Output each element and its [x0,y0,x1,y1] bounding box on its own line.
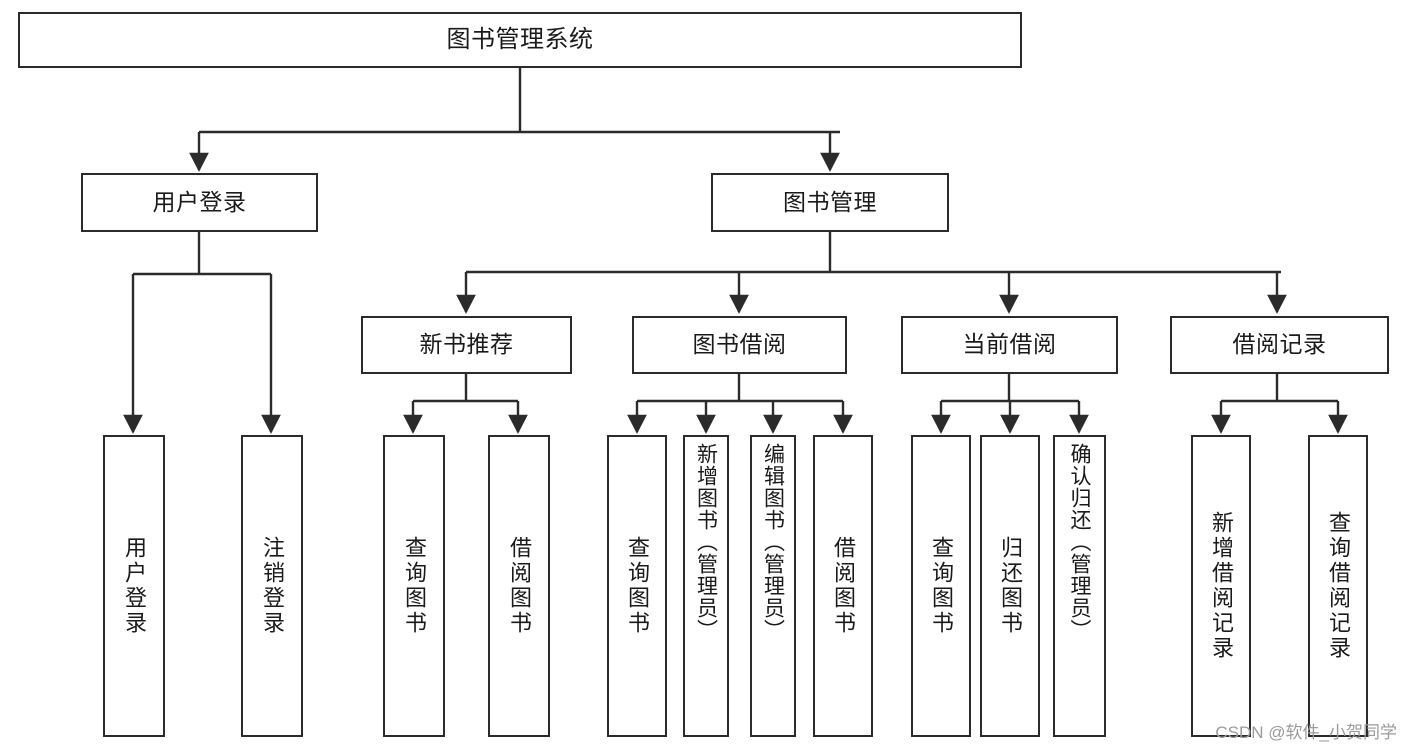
node-label: 图书管理系统 [446,25,594,53]
node-label: 查询图书 [402,536,427,636]
node-label: 用户登录 [152,188,247,215]
node-label: 查询借阅记录 [1326,511,1351,661]
node-user-login[interactable]: 用户登录 [81,173,318,232]
watermark: CSDN @软件_小贺同学 [1215,723,1397,742]
leaf-query-book-recommend[interactable]: 查询图书 [383,435,445,737]
leaf-query-book-borrow[interactable]: 查询图书 [607,435,667,737]
node-current-borrow[interactable]: 当前借阅 [901,316,1118,374]
node-root-system[interactable]: 图书管理系统 [18,12,1022,68]
leaf-borrow-book-recommend[interactable]: 借阅图书 [488,435,550,737]
node-label: 注销登录 [260,536,285,636]
node-borrow-record[interactable]: 借阅记录 [1170,316,1389,374]
node-new-book-recommend[interactable]: 新书推荐 [361,316,572,374]
node-label: 借阅图书 [507,536,532,636]
leaf-return-book[interactable]: 归还图书 [980,435,1040,737]
leaf-query-borrow-record[interactable]: 查询借阅记录 [1308,435,1368,737]
leaf-query-book-current[interactable]: 查询图书 [911,435,971,737]
node-label: 图书借阅 [692,331,787,358]
node-label: 图书管理 [783,188,877,215]
node-label: 新增借阅记录 [1209,511,1234,661]
node-label: 用户登录 [122,536,147,636]
node-label: 借阅图书 [831,536,856,636]
node-label: 当前借阅 [962,331,1057,358]
node-label: 新书推荐 [419,331,514,358]
node-label: 查询图书 [929,536,954,636]
leaf-logout-login[interactable]: 注销登录 [241,435,303,737]
node-label: 归还图书 [998,536,1023,636]
node-label: 新增图书（管理员） [694,443,718,641]
node-label: 确认归还（管理员） [1068,443,1091,641]
node-book-borrow[interactable]: 图书借阅 [632,316,847,374]
leaf-borrow-book-borrow[interactable]: 借阅图书 [813,435,873,737]
node-label: 编辑图书（管理员） [761,443,785,641]
node-label: 借阅记录 [1232,331,1327,358]
leaf-user-login[interactable]: 用户登录 [103,435,165,737]
leaf-confirm-return-admin[interactable]: 确认归还（管理员） [1053,435,1106,737]
leaf-add-book-admin[interactable]: 新增图书（管理员） [683,435,729,737]
leaf-add-borrow-record[interactable]: 新增借阅记录 [1191,435,1251,737]
node-book-manage[interactable]: 图书管理 [711,173,949,232]
leaf-edit-book-admin[interactable]: 编辑图书（管理员） [750,435,796,737]
node-label: 查询图书 [625,536,650,636]
